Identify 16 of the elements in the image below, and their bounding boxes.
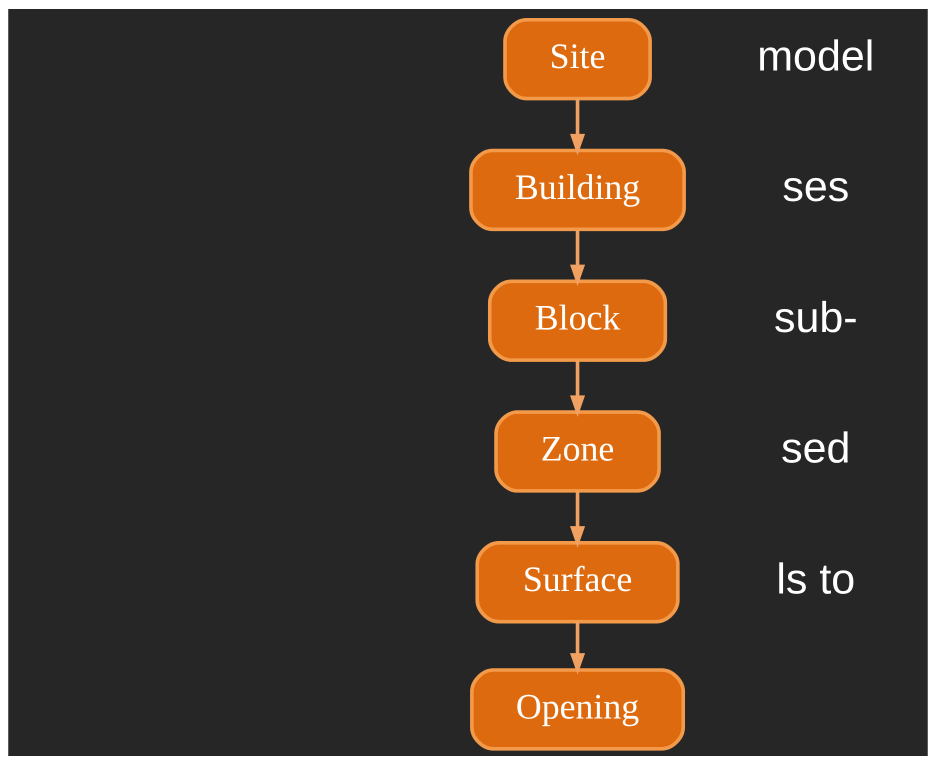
label: sub-: [774, 293, 858, 342]
arrow: [570, 621, 586, 674]
node-box: Building: [469, 148, 686, 231]
arrow: [570, 229, 586, 286]
node-box: Opening: [470, 668, 686, 750]
arrow: [570, 360, 586, 416]
label: model: [757, 32, 874, 80]
node-box: Surface: [475, 540, 680, 623]
node-box: Zone: [494, 410, 661, 492]
label: ses: [782, 162, 850, 211]
arrow: [570, 490, 586, 548]
label: ls to: [776, 554, 856, 603]
node-box: Block: [488, 279, 668, 362]
node-box: Site: [503, 17, 652, 100]
label: sed: [781, 424, 850, 472]
arrow: [570, 98, 586, 155]
